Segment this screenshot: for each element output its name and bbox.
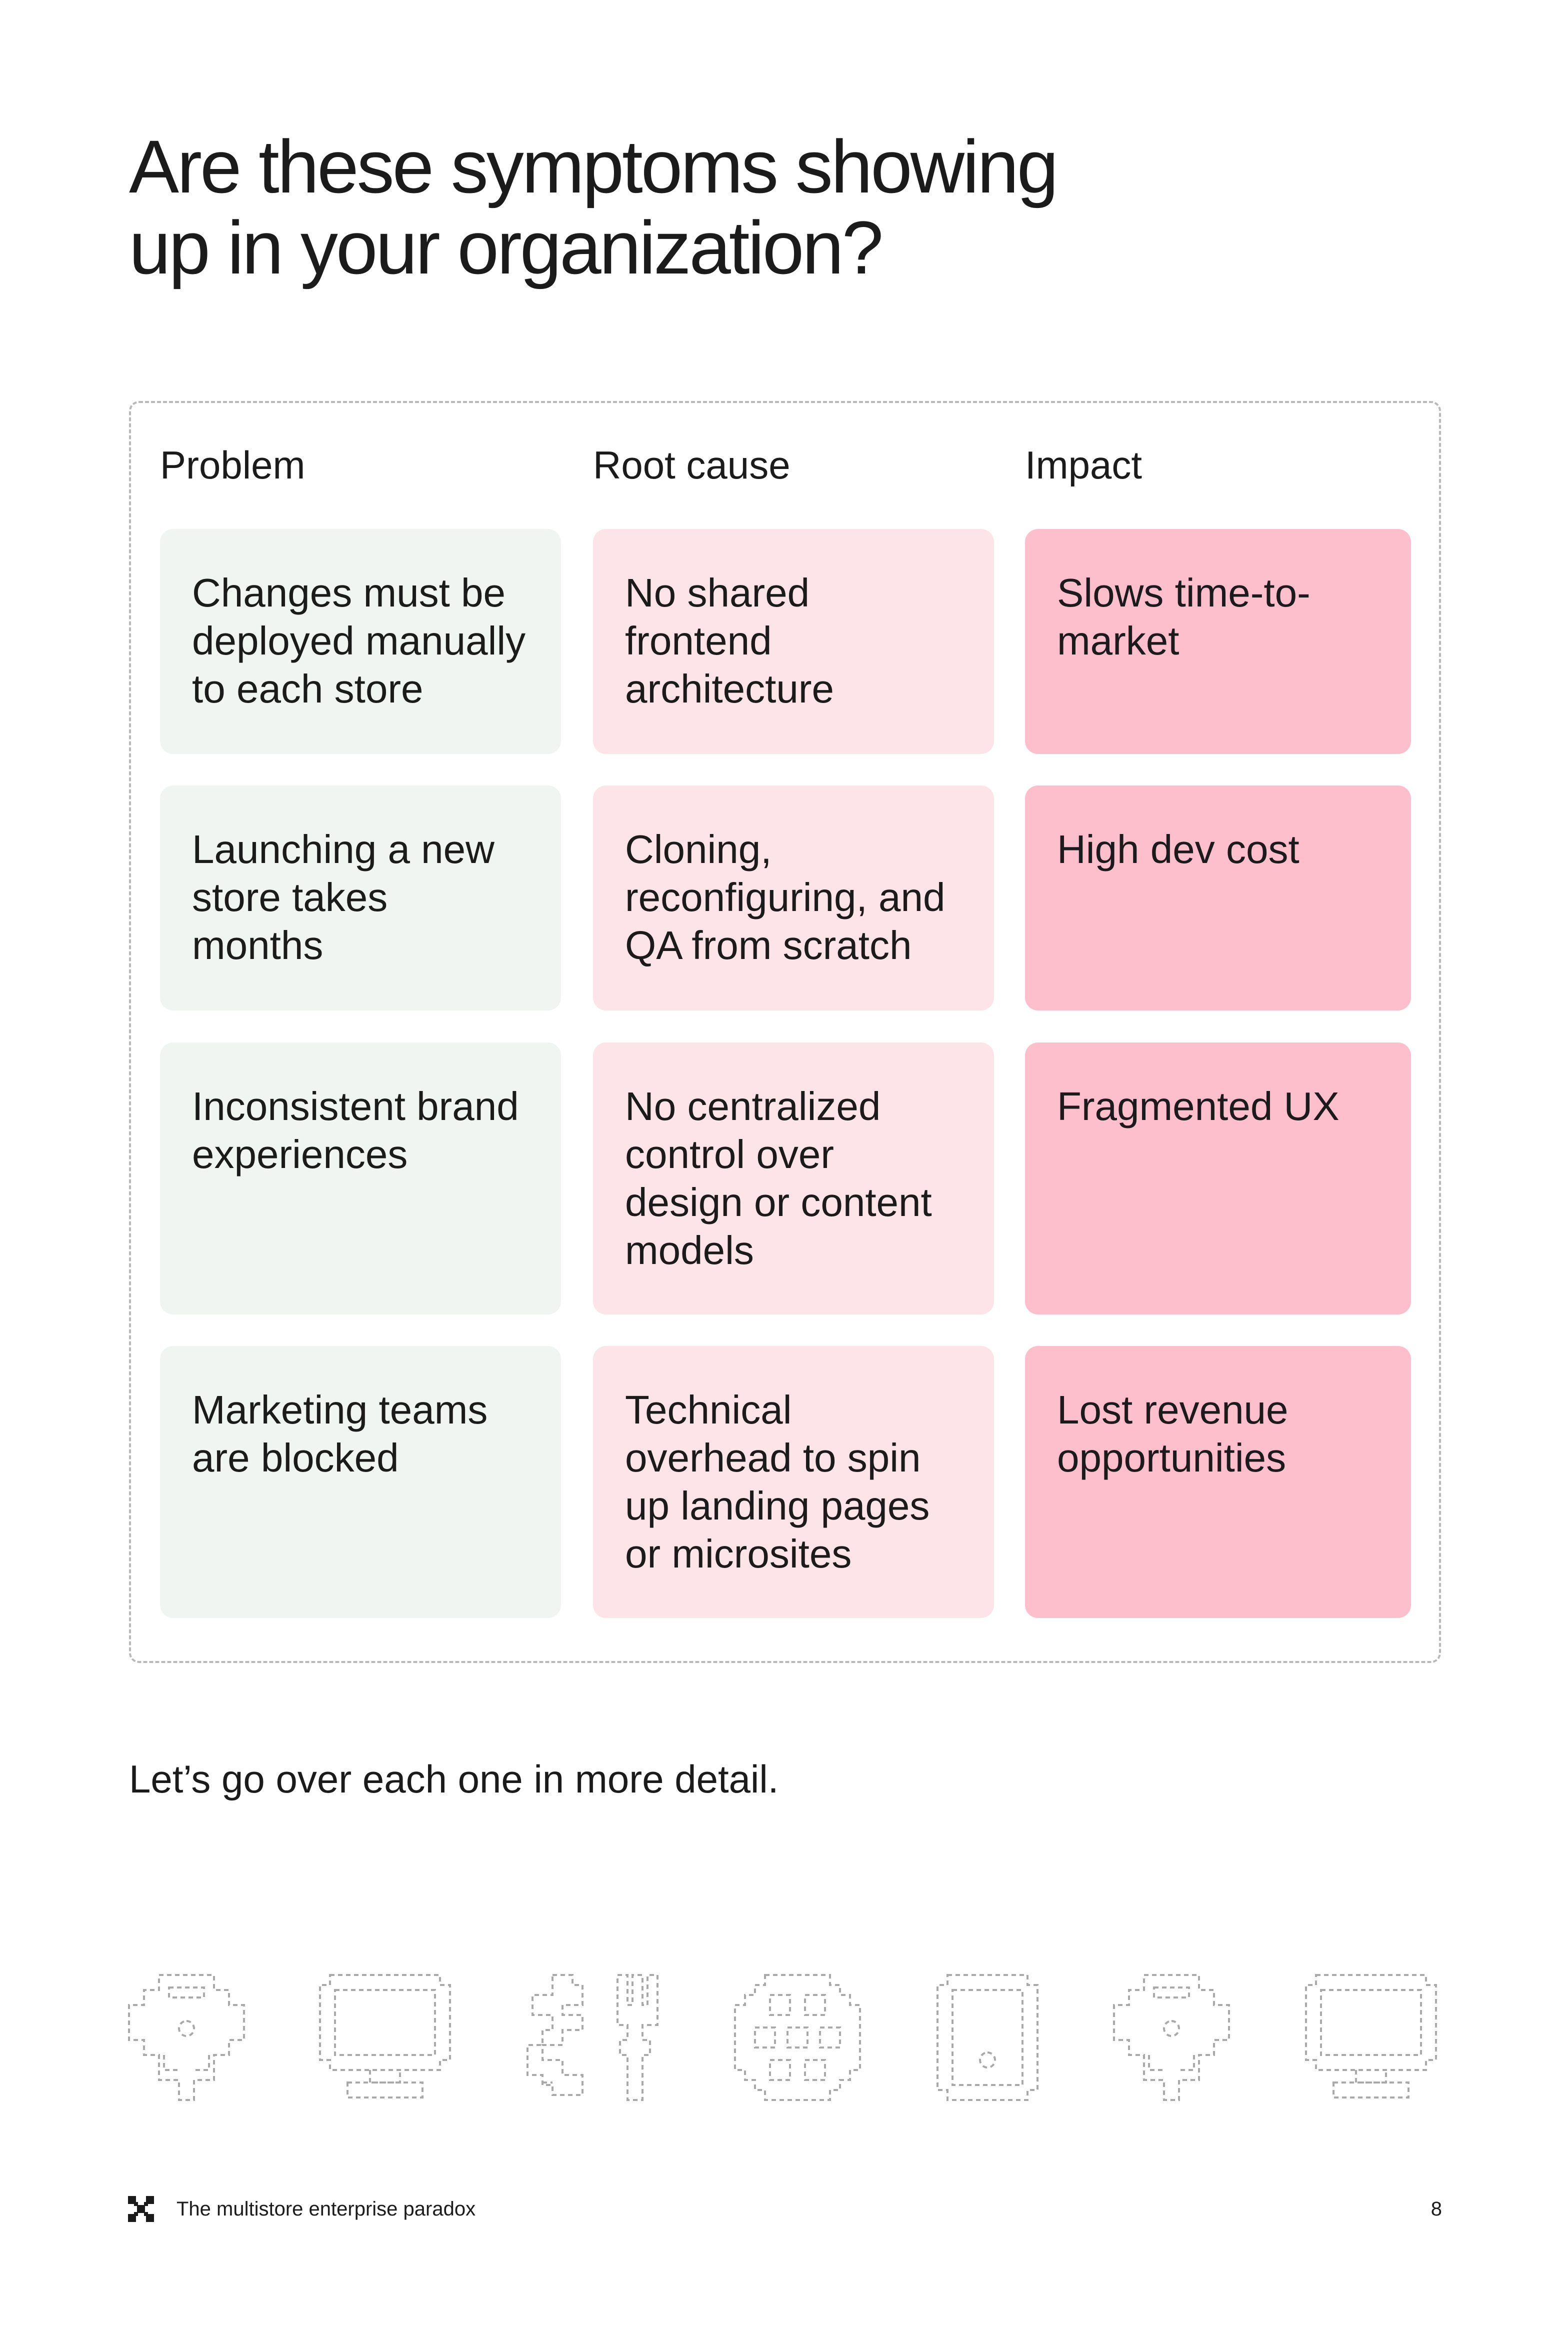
pixel-monitor-icon [319,1974,451,2098]
root-cause-cell: Cloning, reconfiguring, and QA from scra… [593,786,994,1010]
header-root-cause: Root cause [593,443,790,487]
impact-cell: Fragmented UX [1025,1042,1411,1314]
problem-cell: Marketing teams are blocked [160,1346,561,1618]
pixel-phone-icon [936,1974,1038,2101]
problem-cell: Launching a new store takes months [160,786,561,1010]
symptoms-table [129,401,1441,1663]
root-cause-cell: No centralized control over design or co… [593,1042,994,1314]
impact-cell: High dev cost [1025,786,1411,1010]
title-line-1: Are these symptoms showing [129,124,1058,208]
pixel-monitor-icon [1305,1974,1437,2098]
impact-cell: Lost revenue opportunities [1025,1346,1411,1618]
root-cause-cell: Technical overhead to spin up landing pa… [593,1346,994,1618]
root-cause-cell: No shared frontend architecture [593,529,994,754]
problem-cell: Changes must be deployed manually to eac… [160,529,561,754]
brand-logo-icon [128,2196,154,2222]
pixel-cookie-icon [734,1974,861,2101]
header-impact: Impact [1025,443,1142,487]
page-title: Are these symptoms showing up in your or… [129,126,1129,288]
problem-cell: Inconsistent brand experiences [160,1042,561,1314]
pixel-robot-icon [1113,1974,1230,2101]
pixel-fork-tools-icon [526,1974,658,2101]
footer-document-title: The multistore enterprise paradox [176,2198,476,2220]
page-number: 8 [1430,2198,1442,2220]
header-problem: Problem [160,443,306,487]
followup-text: Let’s go over each one in more detail. [129,1757,779,1801]
title-line-2: up in your organization? [129,206,884,290]
pixel-robot-icon [128,1974,245,2101]
impact-cell: Slows time-to-market [1025,529,1411,754]
